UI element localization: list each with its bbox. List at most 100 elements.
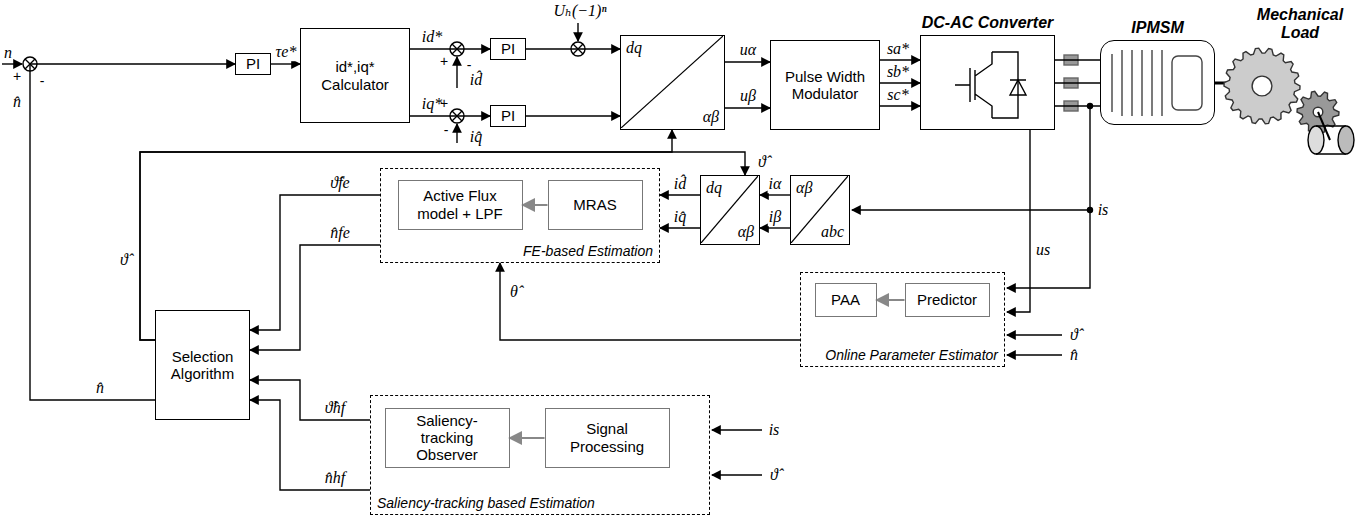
box-label: αβ bbox=[796, 179, 812, 197]
signal-connector bbox=[760, 194, 790, 195]
signal-wire bbox=[456, 57, 457, 88]
box-label: Predictor bbox=[917, 291, 977, 308]
box-label: MRAS bbox=[573, 196, 616, 213]
signal-name: is bbox=[768, 421, 781, 439]
signal-name: iα bbox=[768, 175, 783, 193]
sign-mark: - bbox=[39, 74, 46, 89]
signal-connector bbox=[880, 105, 920, 106]
signal-wire bbox=[712, 474, 762, 475]
signal-name: τe* bbox=[275, 43, 298, 61]
mras-box: MRAS bbox=[548, 180, 643, 230]
signal-name: iβ bbox=[768, 208, 782, 226]
sign-mark: + bbox=[12, 69, 22, 84]
paa-box: PAA bbox=[815, 283, 877, 317]
signal-name: iq̂ bbox=[469, 128, 483, 146]
controller-box: PI bbox=[235, 53, 271, 75]
signal-connector bbox=[1055, 105, 1100, 106]
group-title: Saliency-tracking based Estimation bbox=[377, 495, 595, 511]
group-title: FE-based Estimation bbox=[523, 243, 653, 259]
signal-name: ϑ̂ bbox=[1069, 326, 1079, 344]
signal-name: iq̂ bbox=[673, 208, 687, 226]
motor-box: IPMSM bbox=[1100, 40, 1215, 125]
signal-name: n̂hf bbox=[324, 469, 346, 487]
signal-connector bbox=[526, 48, 620, 49]
signal-connector bbox=[880, 82, 920, 83]
signal-name: ϑ̂ bbox=[769, 466, 779, 484]
signal-name: is bbox=[1097, 201, 1110, 219]
box-label: PI bbox=[501, 107, 515, 124]
box-label: dq bbox=[626, 39, 642, 57]
motor-body bbox=[1112, 50, 1202, 116]
box-label: Active Flux model + LPF bbox=[404, 187, 517, 222]
sign-mark: + bbox=[439, 96, 449, 111]
gear-wheel bbox=[1224, 48, 1300, 124]
load-drum bbox=[1308, 112, 1354, 154]
box-label: Saliency-tracking Observer bbox=[391, 412, 504, 464]
signal-name: ϑ̂ bbox=[757, 153, 767, 171]
signal-name: id̂ bbox=[673, 175, 687, 193]
box-label: Selection Algorithm bbox=[161, 348, 244, 383]
signal-connector bbox=[250, 245, 380, 350]
signal-connector bbox=[500, 263, 800, 340]
sign-mark: + bbox=[439, 54, 449, 69]
signal-connector bbox=[877, 299, 905, 301]
signal-name: ϑ̂fe bbox=[329, 174, 350, 192]
block-heading: DC-AC Converter bbox=[922, 14, 1054, 32]
controller-box: PI bbox=[490, 38, 526, 60]
sign-mark: - bbox=[443, 123, 450, 138]
signal-name: sb* bbox=[886, 63, 910, 81]
signal-connector bbox=[1055, 59, 1100, 60]
model-box: Active Flux model + LPF bbox=[398, 180, 523, 230]
signal-name: id̂ bbox=[469, 71, 483, 89]
signal-wire bbox=[852, 209, 1090, 210]
igbt-symbol bbox=[955, 52, 1026, 118]
box-label: dq bbox=[706, 179, 722, 197]
signal-name: θ̂ bbox=[509, 283, 519, 301]
signal-wire bbox=[2, 63, 22, 64]
box-label: αβ bbox=[703, 108, 719, 126]
selection-box: Selection Algorithm bbox=[155, 310, 250, 420]
signal-wire bbox=[456, 124, 457, 143]
signal-connector bbox=[760, 227, 790, 228]
processing-box: Signal Processing bbox=[545, 408, 670, 468]
signal-name: n̂ bbox=[12, 93, 22, 111]
signal-connector bbox=[523, 204, 548, 206]
signal-wire bbox=[712, 429, 762, 430]
signal-connector bbox=[410, 115, 490, 116]
signal-wire bbox=[577, 23, 578, 41]
signal-wire bbox=[1007, 354, 1062, 355]
predictor-box: Predictor bbox=[905, 283, 990, 317]
signal-connector bbox=[660, 194, 700, 195]
signal-connector bbox=[510, 437, 545, 439]
signal-name: n̂fe bbox=[329, 224, 351, 242]
gear-hub bbox=[1252, 76, 1272, 96]
transform-box: αβ abc bbox=[790, 175, 850, 245]
estimator-group: FE-based Estimation Active Flux model + L… bbox=[380, 168, 660, 263]
part-name: Mechanical Load bbox=[1249, 6, 1351, 41]
signal-name: uα bbox=[739, 41, 757, 59]
signal-name: sc* bbox=[886, 86, 909, 104]
signal-name: n̂ bbox=[1069, 346, 1079, 364]
signal-name: iq* bbox=[421, 95, 443, 113]
signal-name: n bbox=[3, 44, 13, 62]
signal-connector bbox=[725, 61, 770, 62]
signal-wire bbox=[1007, 130, 1030, 312]
box-label: abc bbox=[821, 223, 844, 241]
signal-name: n̂ bbox=[95, 379, 105, 397]
signal-name: id* bbox=[421, 28, 443, 46]
converter-box: DC-AC Converter bbox=[920, 35, 1055, 130]
box-label: id*,iq* Calculator bbox=[315, 58, 395, 93]
box-label: Signal Processing bbox=[551, 420, 664, 455]
signal-wire bbox=[1007, 334, 1062, 335]
box-label: PAA bbox=[831, 291, 860, 308]
signal-connector bbox=[271, 63, 300, 64]
transform-box: dqαβ bbox=[700, 175, 760, 245]
observer-box: Saliency-tracking Observer bbox=[385, 408, 510, 468]
signal-connector bbox=[725, 107, 770, 108]
estimator-group: Online Parameter Estimator PAA Predictor bbox=[800, 272, 1005, 367]
group-title: Online Parameter Estimator bbox=[825, 347, 998, 363]
signal-name: ϑ̂ bbox=[119, 251, 129, 269]
signal-wire bbox=[1007, 106, 1090, 288]
